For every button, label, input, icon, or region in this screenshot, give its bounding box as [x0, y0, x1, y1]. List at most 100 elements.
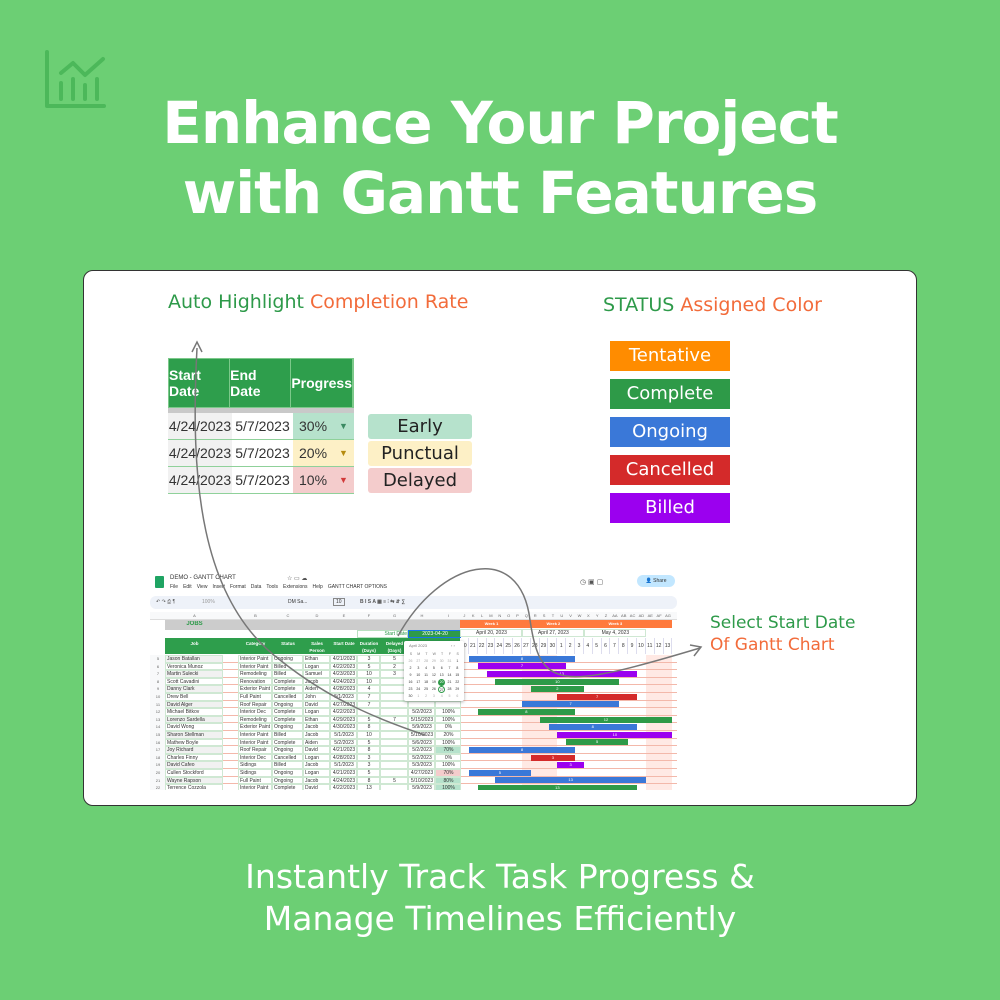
gantt-bar[interactable]: 10 — [495, 678, 620, 685]
row-number[interactable]: 18 — [150, 753, 165, 762]
status-cell[interactable]: Cancelled — [272, 753, 303, 762]
menu-data[interactable]: Data — [250, 584, 262, 590]
column-letter[interactable]: L — [480, 613, 484, 618]
calendar-day[interactable]: 8 — [456, 666, 459, 670]
column-letter[interactable]: R — [533, 613, 537, 618]
status-cell[interactable]: Billed — [272, 761, 303, 769]
gantt-bar[interactable]: 13 — [495, 777, 646, 784]
cat-cell[interactable]: Sidings — [238, 769, 272, 777]
column-letter[interactable]: Z — [604, 613, 608, 618]
sp-cell[interactable]: Jacob — [303, 761, 330, 769]
column-letter[interactable]: F — [367, 613, 371, 618]
share-button[interactable]: 👤 Share — [637, 575, 675, 587]
cat-cell[interactable]: Full Paint — [238, 693, 272, 701]
font-size-input[interactable]: 10 — [333, 598, 345, 606]
menu-edit[interactable]: Edit — [183, 584, 192, 590]
status-cell[interactable]: Billed — [272, 670, 303, 678]
cat-cell[interactable]: Sidings — [238, 761, 272, 769]
column-letter[interactable]: Y — [595, 613, 599, 618]
sp-cell[interactable]: John — [303, 693, 330, 701]
gantt-bar[interactable]: 3 — [557, 762, 584, 769]
row-number[interactable]: 15 — [150, 731, 165, 739]
cat-cell[interactable]: Exterior Paint — [238, 723, 272, 731]
cat-cell[interactable]: Roof Repair — [238, 746, 272, 754]
sp-cell[interactable]: Logan — [303, 708, 330, 716]
row-number[interactable]: 14 — [150, 723, 165, 731]
sp-cell[interactable]: Jacob — [303, 723, 330, 731]
prog-cell[interactable]: 70% — [435, 769, 461, 777]
status-cell[interactable]: Complete — [272, 784, 303, 790]
column-letter[interactable]: H — [420, 613, 424, 618]
sp-cell[interactable]: David — [303, 784, 330, 790]
calendar-day[interactable]: 2 — [409, 666, 412, 670]
prog-cell[interactable]: 0% — [435, 723, 461, 731]
menu-format[interactable]: Format — [229, 584, 246, 590]
status-cell[interactable]: Ongoing — [272, 723, 303, 731]
prog-cell[interactable]: 20% — [435, 731, 461, 739]
cat-cell[interactable]: Interior Paint — [238, 662, 272, 671]
calendar-day[interactable]: 29 — [455, 687, 460, 691]
calendar-day[interactable]: 27 — [438, 686, 446, 693]
gantt-bar[interactable]: 2 — [530, 686, 584, 693]
row-number[interactable]: 7 — [150, 670, 165, 678]
prog-cell[interactable]: 100% — [435, 738, 461, 747]
column-letter[interactable]: E — [342, 613, 346, 618]
sp-cell[interactable]: Samuel — [303, 670, 330, 678]
prog-cell[interactable]: 100% — [435, 715, 461, 724]
menu-gantt-chart-options[interactable]: GANTT CHART OPTIONS — [327, 584, 387, 590]
sp-cell[interactable]: Jacob — [303, 677, 330, 686]
calendar-day[interactable]: 28 — [447, 687, 452, 691]
status-cell[interactable]: Complete — [272, 715, 303, 724]
column-letter[interactable]: A — [193, 613, 196, 618]
sp-cell[interactable]: Logan — [303, 662, 330, 671]
menu-insert[interactable]: Insert — [212, 584, 225, 590]
prog-cell[interactable]: 100% — [435, 708, 461, 716]
gantt-bar[interactable]: 10 — [557, 731, 673, 738]
calendar-day[interactable]: 1 — [456, 659, 459, 663]
calendar-day[interactable]: 12 — [431, 673, 436, 677]
column-letter[interactable]: V — [569, 613, 572, 618]
menu-file[interactable]: File — [170, 584, 179, 590]
calendar-day[interactable]: 16 — [408, 680, 413, 684]
progress-cell[interactable]: 10%▼ — [293, 467, 354, 493]
calendar-day[interactable]: 20 — [438, 679, 446, 686]
calendar-day[interactable]: 31 — [447, 659, 452, 663]
column-letter[interactable]: G — [392, 613, 397, 618]
calendar-day[interactable]: 5 — [432, 666, 435, 670]
column-letter[interactable]: AE — [647, 613, 653, 618]
gantt-bar[interactable]: 8 — [468, 655, 576, 662]
calendar-day[interactable]: 5 — [448, 694, 451, 698]
gantt-bar[interactable]: 8 — [468, 747, 576, 753]
column-letter[interactable]: D — [315, 613, 319, 618]
prog-cell[interactable]: 0% — [435, 753, 461, 762]
column-letter[interactable]: I — [447, 613, 450, 618]
gantt-bar[interactable]: 7 — [557, 693, 637, 700]
calendar-day[interactable]: 13 — [439, 673, 444, 677]
gantt-bar[interactable]: 8 — [477, 709, 576, 715]
cat-cell[interactable]: Remodeling — [238, 670, 272, 678]
sp-cell[interactable]: Ethan — [303, 715, 330, 724]
calendar-day[interactable]: 6 — [440, 666, 443, 670]
status-cell[interactable]: Complete — [272, 677, 303, 686]
status-cell[interactable]: Complete — [272, 685, 303, 693]
row-number[interactable]: 19 — [150, 761, 165, 769]
column-letter[interactable]: AD — [638, 613, 645, 618]
prog-cell[interactable]: 100% — [435, 761, 461, 769]
sp-cell[interactable]: Aiden — [303, 738, 330, 747]
font-select[interactable]: DM Sa... — [288, 599, 308, 605]
gantt-bar[interactable]: 5 — [566, 739, 629, 746]
status-cell[interactable]: Ongoing — [272, 769, 303, 777]
calendar-day[interactable]: 22 — [455, 680, 460, 684]
calendar-day[interactable]: 26 — [431, 687, 436, 691]
progress-cell[interactable]: 30%▼ — [293, 413, 354, 439]
sp-cell[interactable]: David — [303, 746, 330, 754]
calendar-day[interactable]: 29 — [431, 659, 436, 663]
gantt-bar[interactable]: 7 — [521, 701, 620, 708]
column-letter[interactable]: W — [577, 613, 582, 618]
calendar-day[interactable]: 4 — [425, 666, 428, 670]
row-number[interactable]: 22 — [150, 784, 165, 790]
calendar-day[interactable]: 9 — [409, 673, 412, 677]
cat-cell[interactable]: Remodeling — [238, 715, 272, 724]
prog-cell[interactable]: 80% — [435, 776, 461, 785]
sp-cell[interactable]: Logan — [303, 769, 330, 777]
